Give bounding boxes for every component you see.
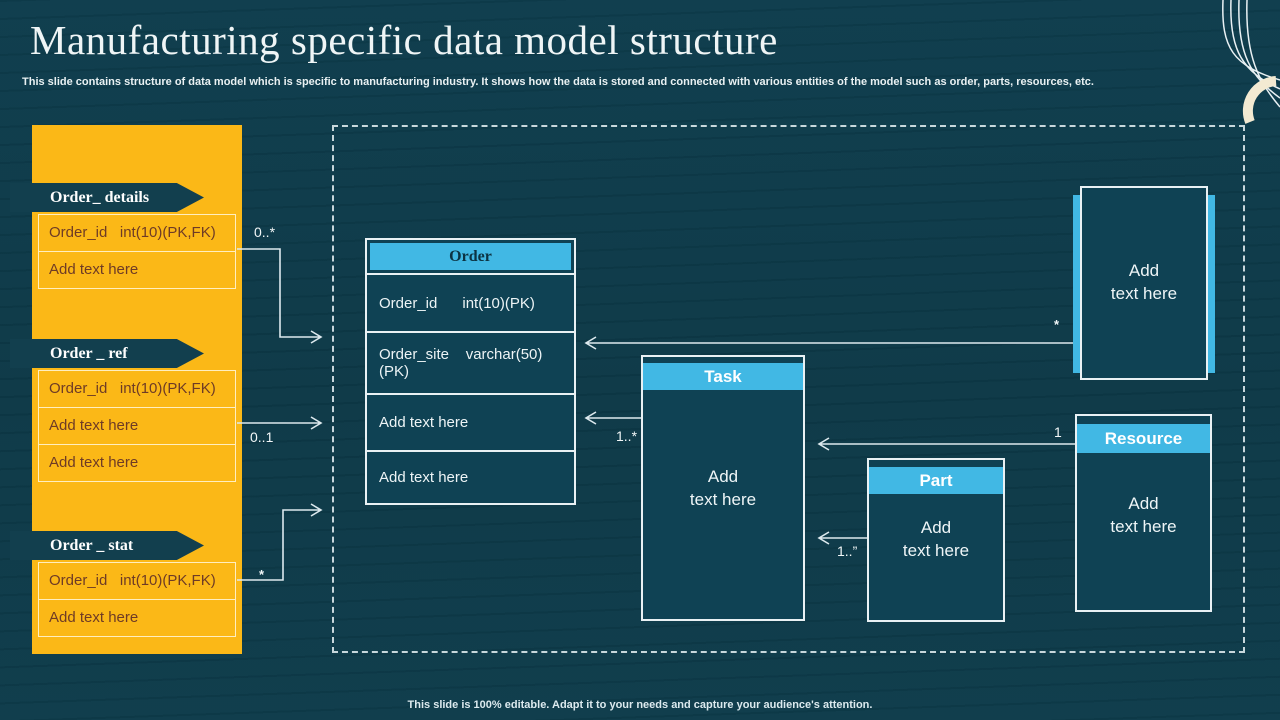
table-row-placeholder[interactable]: Add text here: [39, 599, 235, 636]
cardinality-label: 1..*: [616, 428, 638, 444]
page-title: Manufacturing specific data model struct…: [30, 17, 778, 63]
entity-part-placeholder[interactable]: Add text here: [902, 518, 970, 560]
entity-resource-placeholder[interactable]: Add text here: [1110, 493, 1177, 536]
table-order-stat: Order_id int(10)(PK,FK) Add text here: [38, 562, 236, 637]
table-row-placeholder[interactable]: Add text here: [39, 444, 235, 481]
diagram-frame: [332, 125, 1245, 653]
entity-unnamed-left-bar: [1073, 195, 1081, 373]
cardinality-label: 1: [1054, 424, 1062, 440]
crescent-arc: [1242, 76, 1277, 124]
cardinality-label: *: [1054, 317, 1060, 332]
cardinality-label: *: [259, 567, 265, 582]
page-subtitle: This slide contains structure of data mo…: [22, 76, 1094, 88]
entity-task-header: Task: [643, 363, 803, 390]
table-row-placeholder[interactable]: Add text here: [39, 251, 235, 288]
table-row[interactable]: Order_id int(10)(PK,FK): [49, 572, 216, 589]
entity-order[interactable]: Order Order_id int(10)(PK) Order_site va…: [365, 238, 576, 505]
entity-order-header: Order: [370, 243, 571, 270]
entity-order-row[interactable]: Order_id int(10)(PK): [367, 273, 574, 331]
corner-swirl-decoration: [1222, 0, 1280, 124]
table-order-details: Order_id int(10)(PK,FK) Add text here: [38, 214, 236, 289]
footer-note: This slide is 100% editable. Adapt it to…: [407, 699, 873, 711]
cardinality-label: 0..*: [254, 224, 276, 240]
banner-order-stat[interactable]: Order _ stat: [10, 531, 204, 560]
entity-resource-header: Resource: [1077, 424, 1210, 453]
entity-part-header: Part: [869, 467, 1003, 494]
entity-part[interactable]: Part Add text here: [867, 458, 1005, 622]
entity-unnamed-placeholder[interactable]: Add text here: [1080, 186, 1208, 380]
entity-order-row-placeholder[interactable]: Add text here: [367, 450, 574, 503]
cardinality-label: 0..1: [250, 429, 274, 445]
banner-order-details[interactable]: Order_ details: [10, 183, 204, 212]
entity-task[interactable]: Task Add text here: [641, 355, 805, 621]
entity-resource[interactable]: Resource Add text here: [1075, 414, 1212, 612]
entity-order-row[interactable]: Order_site varchar(50) (PK): [367, 331, 574, 393]
entity-order-row-placeholder[interactable]: Add text here: [367, 393, 574, 450]
order-tables-panel[interactable]: [32, 125, 242, 654]
table-order-ref: Order_id int(10)(PK,FK) Add text here Ad…: [38, 370, 236, 482]
entity-unnamed[interactable]: Add text here: [1066, 186, 1222, 380]
entity-unnamed-right-bar: [1207, 195, 1215, 373]
table-row[interactable]: Order_id int(10)(PK,FK): [49, 380, 216, 397]
table-row-placeholder[interactable]: Add text here: [39, 407, 235, 444]
entity-task-placeholder[interactable]: Add text here: [689, 466, 757, 509]
table-row[interactable]: Order_id int(10)(PK,FK): [49, 224, 216, 241]
banner-order-ref[interactable]: Order _ ref: [10, 339, 204, 368]
cardinality-label: 1..”: [837, 543, 858, 559]
